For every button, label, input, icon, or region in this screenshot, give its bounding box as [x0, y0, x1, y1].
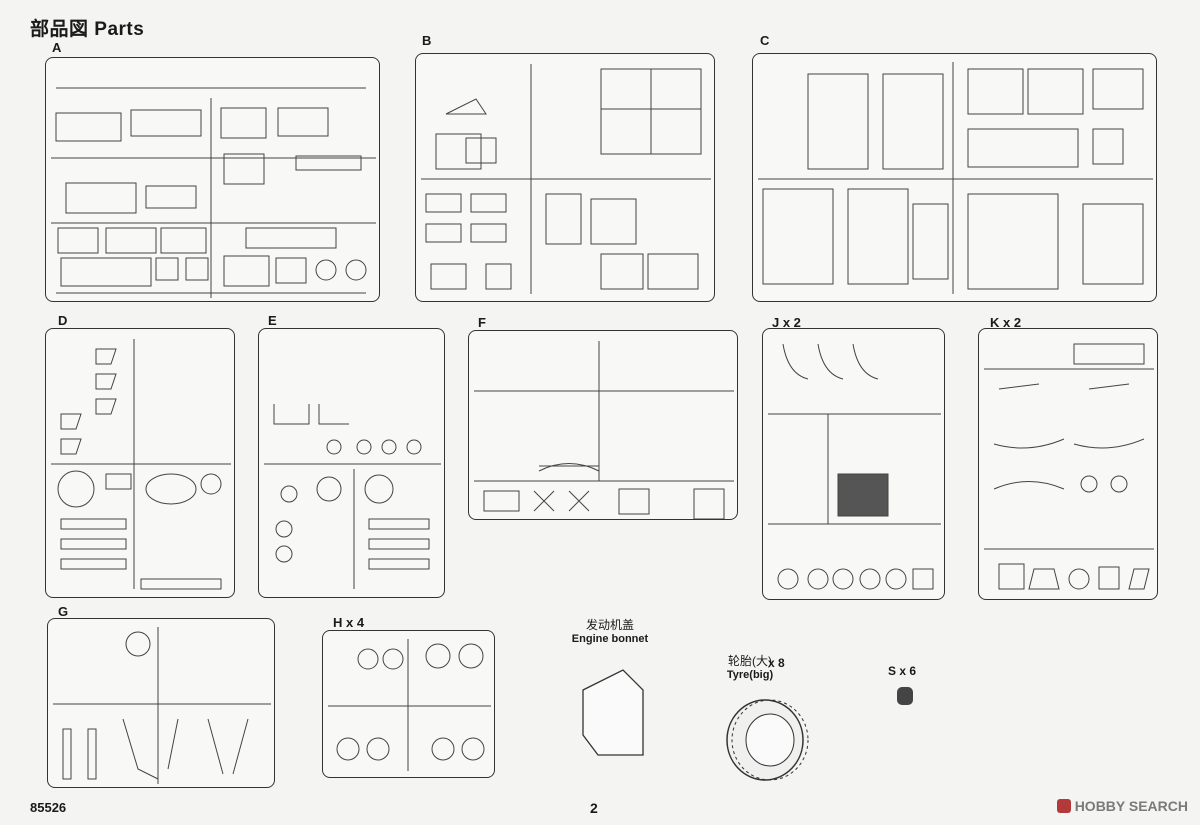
tyre-en: Tyre(big) — [726, 669, 774, 681]
tyre-cn: 轮胎(大) — [728, 654, 772, 668]
sprue-c-frame — [752, 53, 1157, 302]
sprue-j-label: J x 2 — [772, 315, 801, 330]
sprue-g-parts-drawing — [53, 627, 271, 784]
sprue-c-parts-drawing — [758, 62, 1153, 294]
sprue-b-frame — [415, 53, 715, 302]
sprue-d-label: D — [58, 313, 68, 328]
sprue-b-label: B — [422, 33, 432, 48]
page-title: 部品図 Parts — [30, 19, 145, 40]
tyre-label: 轮胎(大) Tyre(big) — [700, 652, 800, 681]
sprue-j-frame — [762, 328, 945, 600]
sprue-e-label: E — [268, 313, 277, 328]
sprue-j-parts-drawing — [768, 343, 941, 590]
sprue-f-parts-drawing — [474, 341, 734, 519]
sprue-h-label: H x 4 — [333, 615, 365, 630]
sprue-f-label: F — [478, 315, 486, 330]
engine-bonnet-drawing — [582, 669, 644, 756]
sprue-e-frame — [258, 328, 445, 598]
sprue-d-parts-drawing — [51, 339, 231, 590]
engine-bonnet-cn: 发动机盖 — [585, 618, 634, 632]
engine-bonnet-label: 发动机盖 Engine bonnet — [560, 616, 660, 645]
sprue-d-frame — [45, 328, 235, 598]
sprue-h-parts-drawing — [328, 639, 491, 771]
sprue-g-label: G — [58, 604, 69, 619]
sprue-f-frame — [468, 330, 738, 520]
watermark-text: HOBBY SEARCH — [1074, 798, 1188, 814]
engine-bonnet-en: Engine bonnet — [571, 633, 649, 645]
sprue-a-label: A — [52, 40, 62, 55]
s-part-drawing — [897, 687, 913, 705]
sprue-a-frame — [45, 57, 380, 302]
sprue-k-label: K x 2 — [990, 315, 1022, 330]
sprue-b-parts-drawing — [421, 64, 711, 294]
tyre-drawing — [726, 699, 809, 781]
page-number: 2 — [590, 800, 598, 816]
tyre-quantity: x 8 — [768, 656, 785, 670]
watermark-logo-icon — [1056, 799, 1071, 813]
sprue-c-label: C — [760, 33, 770, 48]
sprue-k-parts-drawing — [984, 343, 1154, 590]
s-part-label: S x 6 — [888, 664, 917, 678]
sprue-a-parts-drawing — [51, 87, 376, 298]
product-code: 85526 — [30, 800, 67, 815]
sprue-g-frame — [47, 618, 275, 788]
sprue-k-frame — [978, 328, 1158, 600]
sprue-h-frame — [322, 630, 495, 778]
sprue-e-parts-drawing — [264, 404, 441, 589]
watermark: HOBBY SEARCH — [1056, 798, 1188, 814]
